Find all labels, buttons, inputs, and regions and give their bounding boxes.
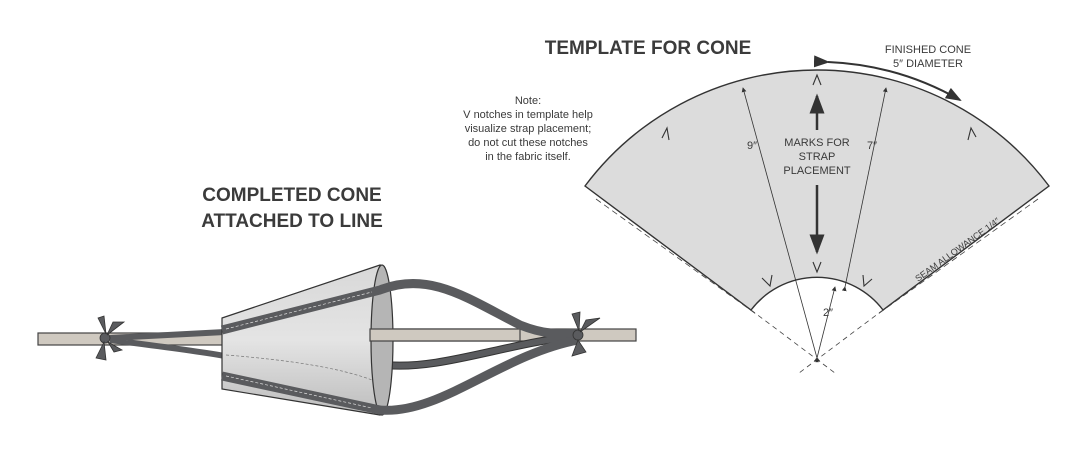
finished-line1: FINISHED CONE	[885, 44, 971, 56]
dim-9-label: 9″	[747, 140, 757, 152]
note-heading: Note:	[515, 95, 541, 107]
note-line-1: V notches in template help	[463, 109, 593, 121]
dim-2-line	[813, 286, 837, 363]
v-notches	[661, 73, 977, 288]
marks-line3: PLACEMENT	[783, 165, 851, 177]
marks-line1: MARKS FOR	[784, 137, 849, 149]
note-line-2: visualize strap placement;	[465, 123, 592, 135]
note-line-3: do not cut these notches	[468, 137, 588, 149]
dim-7-label: 7″	[867, 140, 877, 152]
completed-cone-illustration	[37, 264, 637, 416]
knot-right	[571, 311, 601, 357]
dim-7-line	[841, 87, 888, 292]
strap-top	[220, 278, 579, 339]
strap-left	[109, 329, 226, 359]
note: Note: V notches in template help visuali…	[463, 95, 593, 163]
seam-allowance-lines	[595, 198, 1039, 315]
marks-line2: STRAP	[799, 151, 836, 163]
dim-9-line	[741, 87, 821, 363]
strap-bottom	[221, 335, 579, 415]
completed-title-line2: ATTACHED TO LINE	[201, 211, 383, 232]
knot-left	[95, 315, 126, 361]
finished-diameter-arrow	[813, 55, 962, 101]
note-line-4: in the fabric itself.	[485, 151, 571, 163]
completed-title-line1: COMPLETED CONE	[202, 185, 381, 206]
template-title: TEMPLATE FOR CONE	[545, 38, 752, 59]
extension-lines	[750, 309, 884, 374]
dim-2-label: 2″	[823, 307, 833, 319]
finished-line2: 5″ DIAMETER	[893, 58, 963, 70]
